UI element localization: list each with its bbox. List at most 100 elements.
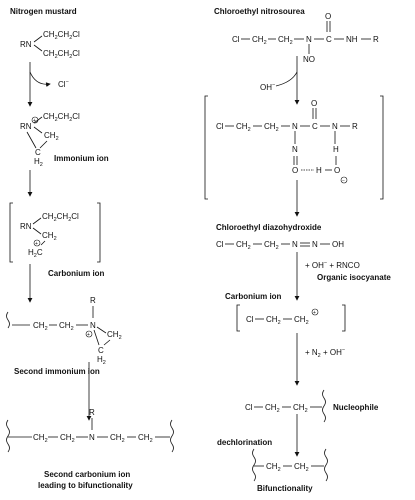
svg-text:R: R (90, 296, 96, 305)
label-final-left-2: leading to bifunctionality (38, 481, 133, 490)
svg-text:N: N (312, 240, 318, 249)
svg-text:N: N (332, 122, 338, 131)
svg-text:O: O (311, 99, 317, 108)
plus-n2-oh: + N2 + OH− (305, 347, 345, 359)
svg-text:CH2: CH2 (59, 321, 74, 332)
svg-text:Cl: Cl (216, 240, 224, 249)
svg-text:CH2: CH2 (42, 231, 57, 242)
svg-text:CH2: CH2 (266, 462, 281, 473)
svg-text:N: N (89, 433, 95, 442)
svg-text:Cl: Cl (246, 315, 254, 324)
svg-text:CH2: CH2 (138, 433, 153, 444)
bracket-right (97, 202, 101, 263)
label-organic-isocyanate: Organic isocyanate (317, 273, 391, 282)
svg-text:CH2CH2Cl: CH2CH2Cl (43, 112, 80, 123)
svg-text:R: R (352, 122, 358, 131)
svg-text:C: C (98, 346, 104, 355)
svg-text:+: + (87, 332, 90, 338)
title-chloroethyl-nitrosourea: Chloroethyl nitrosourea (214, 7, 305, 16)
svg-text:O: O (292, 166, 298, 175)
label-dechlorination: dechlorination (217, 438, 272, 447)
svg-text:+: + (33, 118, 36, 124)
svg-text:R: R (89, 408, 95, 417)
oh-minus-1: OH− (260, 82, 275, 92)
svg-text:CH2: CH2 (293, 403, 308, 414)
svg-text:H: H (333, 145, 339, 154)
curved-arrow-oh (275, 71, 298, 87)
label-carbonium-ion-left: Carbonium ion (48, 269, 105, 278)
svg-text:CH2: CH2 (264, 122, 279, 133)
svg-text:CH2: CH2 (110, 433, 125, 444)
title-nitrogen-mustard: Nitrogen mustard (10, 7, 77, 16)
svg-text:CH2: CH2 (265, 403, 280, 414)
second-immonium-structure: CH2 CH2 N R + CH2 C H2 (6, 296, 122, 366)
label-final-left-1: Second carbonium ion (44, 470, 130, 479)
svg-text:R: R (373, 35, 379, 44)
nitrosourea-structure: Cl CH2 CH2 N C O NH R NO (232, 12, 379, 64)
svg-text:CH2: CH2 (236, 240, 251, 251)
ch2ch2cl-lower: CH2CH2Cl (43, 49, 80, 60)
svg-text:N: N (306, 35, 312, 44)
bond (33, 44, 43, 52)
svg-text:H2: H2 (34, 157, 43, 168)
svg-text:O: O (325, 12, 331, 21)
svg-text:CH2: CH2 (294, 315, 309, 326)
wavy-bond (6, 311, 10, 329)
svg-text:CH2: CH2 (278, 35, 293, 46)
svg-text:CH2: CH2 (294, 462, 309, 473)
svg-text:+: + (313, 310, 316, 316)
svg-text:CH2: CH2 (252, 35, 267, 46)
nitrogen-mustard-structure: RN CH2CH2Cl CH2CH2Cl (20, 30, 80, 60)
label-nucleophile: Nucleophile (333, 403, 379, 412)
svg-text:C: C (312, 122, 318, 131)
svg-text:CH2: CH2 (33, 321, 48, 332)
immonium-ion-structure: RN + CH2CH2Cl CH2 C H2 (20, 112, 80, 168)
rn-label: RN (20, 122, 32, 131)
bracket-right-r (380, 95, 384, 200)
label-immonium-ion: Immonium ion (54, 154, 109, 163)
svg-text:Cl: Cl (216, 122, 224, 131)
svg-text:O: O (334, 166, 340, 175)
ch2ch2cl-upper: CH2CH2Cl (43, 30, 80, 41)
svg-text:N: N (292, 240, 298, 249)
svg-text:CH2: CH2 (60, 433, 75, 444)
label-bifunctionality: Bifunctionality (257, 484, 313, 493)
bond (33, 35, 43, 43)
svg-text:CH2CH2Cl: CH2CH2Cl (42, 212, 79, 223)
curved-arrow-cl (29, 71, 51, 87)
intermediate-structure: Cl CH2 CH2 N C O N R N O H O H − (204, 95, 384, 200)
svg-text:CH2: CH2 (33, 433, 48, 444)
carbonium-ion-structure: RN CH2CH2Cl CH2 + H2C (9, 202, 101, 263)
diazohydroxide-structure: Cl CH2 CH2 N N OH (216, 240, 344, 251)
svg-text:CH2: CH2 (107, 330, 122, 341)
svg-text:N: N (90, 321, 96, 330)
rn-label: RN (20, 40, 32, 49)
bifunctionality-structure: CH2 CH2 (252, 448, 328, 482)
svg-text:−: − (342, 178, 345, 184)
plus-oh-rnco: + OH− + RNCO (305, 260, 360, 270)
svg-text:NO: NO (303, 55, 315, 64)
svg-text:CH2: CH2 (266, 315, 281, 326)
svg-text:CH2: CH2 (44, 131, 59, 142)
svg-text:NH: NH (346, 35, 358, 44)
svg-text:C: C (326, 35, 332, 44)
svg-text:H2: H2 (97, 355, 106, 366)
svg-text:N: N (292, 145, 298, 154)
svg-text:N: N (292, 122, 298, 131)
nucleophile-structure: Cl CH2 CH2 (245, 389, 326, 423)
svg-text:+: + (35, 241, 38, 247)
label-diazohydroxide: Chloroethyl diazohydroxide (216, 223, 322, 232)
svg-text:C: C (35, 148, 41, 157)
second-carbonium-structure: CH2 CH2 N R CH2 CH2 (6, 408, 174, 453)
bracket-left (9, 202, 13, 263)
svg-text:RN: RN (20, 222, 32, 231)
label-carbonium-ion-right: Carbonium ion (225, 292, 282, 301)
svg-text:CH2: CH2 (236, 122, 251, 133)
svg-text:Cl: Cl (245, 403, 253, 412)
label-second-immonium: Second immonium ion (14, 367, 100, 376)
carbonium-ion-right-structure: Cl CH2 CH2 + (236, 304, 346, 332)
svg-text:OH: OH (332, 240, 344, 249)
svg-text:CH2: CH2 (264, 240, 279, 251)
